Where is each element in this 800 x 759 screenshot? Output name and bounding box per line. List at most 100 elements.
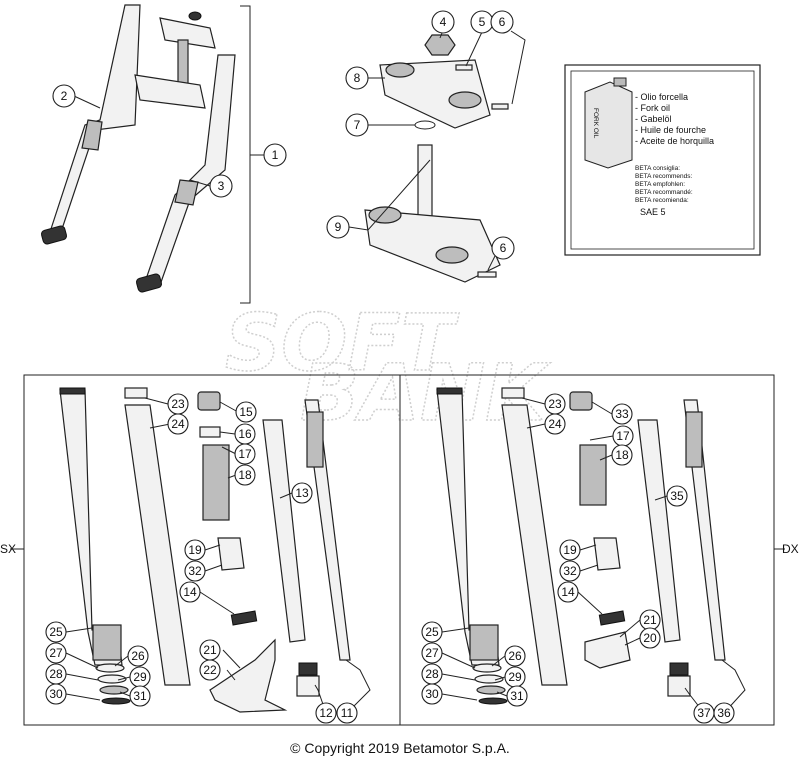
callout-right-18: 18 — [611, 444, 633, 466]
callout-2: 2 — [52, 84, 76, 108]
callout-8: 8 — [345, 66, 369, 90]
recommend-1: BETA recommends: — [635, 173, 693, 180]
svg-text:18: 18 — [238, 468, 252, 482]
callout-6-upper: 6 — [490, 10, 514, 34]
callout-right-20: 20 — [639, 627, 661, 649]
oil-name-1: - Fork oil — [635, 103, 670, 113]
callout-right-32: 32 — [559, 560, 581, 582]
side-label-right: DX — [782, 542, 799, 556]
svg-text:31: 31 — [133, 689, 147, 703]
watermark: SOFT BANK — [224, 298, 552, 440]
callout-right-26: 26 — [504, 645, 526, 667]
callout-left-24: 24 — [167, 413, 189, 435]
recommend-4: BETA recomienda: — [635, 197, 689, 204]
callout-5: 5 — [470, 10, 494, 34]
clamp-bolt-lower — [477, 271, 497, 278]
recommend-3: BETA recommandé: — [635, 189, 693, 196]
callout-right-36: 36 — [713, 702, 735, 724]
svg-text:20: 20 — [643, 631, 657, 645]
callout-right-29: 29 — [504, 666, 526, 688]
callout-left-26: 26 — [127, 645, 149, 667]
oil-name-3: - Huile de fourche — [635, 125, 706, 135]
complete-fork-group — [40, 4, 265, 304]
svg-text:1: 1 — [272, 148, 279, 162]
callout-right-28: 28 — [421, 663, 443, 685]
callout-left-25: 25 — [45, 621, 67, 643]
svg-text:30: 30 — [49, 687, 63, 701]
oil-grade: SAE 5 — [640, 207, 666, 217]
svg-text:32: 32 — [563, 564, 577, 578]
svg-text:27: 27 — [425, 646, 439, 660]
oil-name-0: - Olio forcella — [635, 92, 688, 102]
svg-text:32: 32 — [188, 564, 202, 578]
svg-text:2: 2 — [61, 89, 68, 103]
svg-text:14: 14 — [183, 585, 197, 599]
callout-right-35: 35 — [666, 485, 688, 507]
svg-text:19: 19 — [563, 543, 577, 557]
callout-9: 9 — [326, 215, 350, 239]
callout-left-22: 22 — [199, 659, 221, 681]
svg-text:18: 18 — [615, 448, 629, 462]
svg-text:30: 30 — [425, 687, 439, 701]
callout-left-12: 12 — [315, 702, 337, 724]
svg-text:31: 31 — [510, 689, 524, 703]
svg-text:4: 4 — [440, 15, 447, 29]
callout-right-24: 24 — [544, 413, 566, 435]
callout-left-23: 23 — [167, 393, 189, 415]
clamp-bolt-side — [491, 103, 509, 110]
svg-text:29: 29 — [133, 670, 147, 684]
callout-1: 1 — [263, 143, 287, 167]
svg-text:27: 27 — [49, 646, 63, 660]
group-bracket — [240, 5, 251, 304]
svg-text:17: 17 — [238, 447, 252, 461]
oil-name-4: - Aceite de horquilla — [635, 136, 714, 146]
callout-left-15: 15 — [235, 401, 257, 423]
callout-right-33: 33 — [611, 403, 633, 425]
callout-right-25: 25 — [421, 621, 443, 643]
svg-text:24: 24 — [171, 417, 185, 431]
svg-text:7: 7 — [354, 118, 361, 132]
callout-right-19: 19 — [559, 539, 581, 561]
callout-right-31: 31 — [506, 685, 528, 707]
callout-right-14: 14 — [557, 581, 579, 603]
oil-can-label: FORK OIL — [592, 108, 599, 139]
right-fork-parts — [436, 387, 726, 705]
callout-left-19: 19 — [184, 539, 206, 561]
callout-left-21: 21 — [199, 639, 221, 661]
oil-name-2: - Gabelöl — [635, 114, 672, 124]
fork-oil-legend: FORK OIL - Olio forcella - Fork oil - Ga… — [564, 64, 761, 256]
exploded-section: SX DX — [0, 374, 799, 726]
callout-right-37: 37 — [693, 702, 715, 724]
svg-text:13: 13 — [295, 486, 309, 500]
svg-text:9: 9 — [335, 220, 342, 234]
svg-text:24: 24 — [548, 417, 562, 431]
svg-text:3: 3 — [218, 179, 225, 193]
upper-clamp — [379, 59, 491, 129]
callout-right-27: 27 — [421, 642, 443, 664]
svg-text:35: 35 — [670, 489, 684, 503]
svg-text:14: 14 — [561, 585, 575, 599]
svg-text:8: 8 — [354, 71, 361, 85]
svg-text:26: 26 — [508, 649, 522, 663]
callout-left-30: 30 — [45, 683, 67, 705]
svg-text:21: 21 — [203, 643, 217, 657]
callout-7: 7 — [345, 113, 369, 137]
callout-left-16: 16 — [234, 423, 256, 445]
svg-text:25: 25 — [49, 625, 63, 639]
o-ring — [414, 120, 436, 130]
svg-text:19: 19 — [188, 543, 202, 557]
svg-text:23: 23 — [171, 397, 185, 411]
svg-text:36: 36 — [717, 706, 731, 720]
callout-left-13: 13 — [291, 482, 313, 504]
svg-text:17: 17 — [616, 429, 630, 443]
callout-left-29: 29 — [129, 666, 151, 688]
callout-left-18: 18 — [234, 464, 256, 486]
callout-3: 3 — [209, 174, 233, 198]
callout-right-30: 30 — [421, 683, 443, 705]
svg-text:28: 28 — [49, 667, 63, 681]
svg-text:16: 16 — [238, 427, 252, 441]
callout-left-28: 28 — [45, 663, 67, 685]
steering-clamps — [348, 30, 526, 283]
svg-text:23: 23 — [548, 397, 562, 411]
copyright-notice: © Copyright 2019 Betamotor S.p.A. — [290, 740, 510, 756]
